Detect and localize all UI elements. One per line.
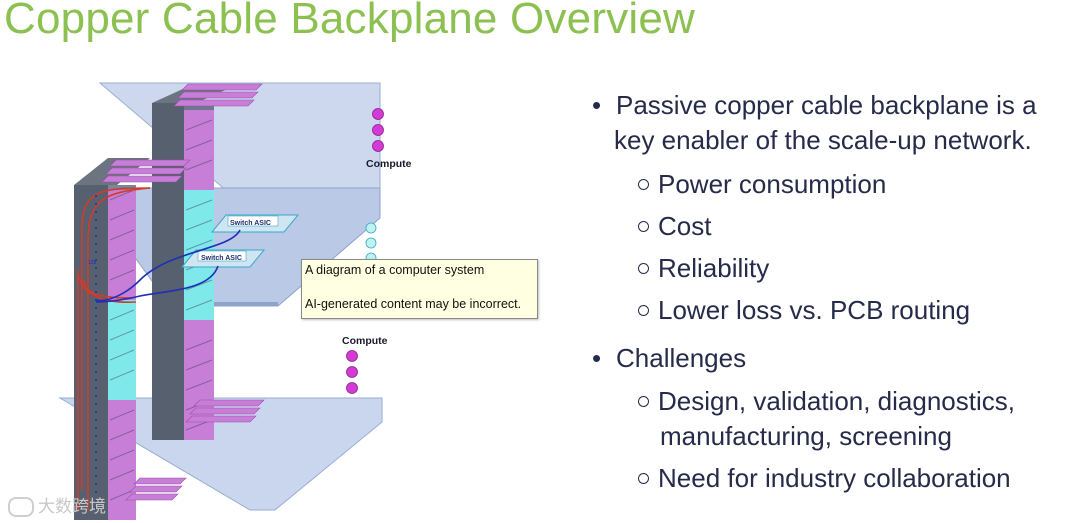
bullet-1-line-2: key enabler of the scale-up network. [614,125,1032,155]
tooltip-line-1: A diagram of a computer system [305,263,485,277]
sub-bullet-text: Power consumption [658,169,887,199]
red-cables [77,187,151,510]
watermark: 大数跨境 [8,492,106,517]
slide-title: Copper Cable Backplane Overview [4,0,695,43]
back-rack [152,103,184,440]
sub-bullet: Cost [638,209,711,244]
front-rack [74,185,108,520]
sub-bullet: Power consumption [638,167,886,202]
ring-bullet-icon [638,178,649,190]
sub-bullet-text: Design, validation, diagnostics, [658,386,1015,416]
bullet-1: • Passive copper cable backplane is a [592,88,1037,123]
backplane-diagram: Switch ASIC Switch ASIC 128 Compute Comp… [58,82,412,520]
compute-dots-upper [372,108,384,152]
sub-bullet: Need for industry collaboration [638,461,1011,496]
alt-text-tooltip: A diagram of a computer system AI-genera… [301,259,538,319]
ring-bullet-icon [638,262,649,274]
compute-label-lower: Compute [342,335,388,347]
sub-bullet-text: Lower loss vs. PCB routing [658,295,971,325]
compute-dots-lower [346,350,358,394]
blue-cables [95,195,241,515]
ring-bullet-icon [638,395,649,407]
ring-bullet-icon [638,472,649,484]
sub-bullet-text: Reliability [658,253,770,283]
sub-bullet-cont: manufacturing, screening [638,419,952,454]
switch-dots [365,222,377,264]
sub-bullet-text: Need for industry collaboration [658,463,1011,493]
bullet-2: • Challenges [592,341,746,376]
bullet-1-line-1: Passive copper cable backplane is a [616,90,1037,120]
sub-bullet: Design, validation, diagnostics, [638,384,1015,419]
module-cards-top [101,83,263,183]
watermark-text: 大数跨境 [38,497,106,517]
back-rack-stripes [184,110,214,440]
bottom-panel [58,397,383,511]
cable-count-label: 128 [88,260,97,266]
bullet-1-cont: key enabler of the scale-up network. [592,123,1032,158]
switch-asic-label-2: Switch ASIC [201,255,242,262]
sub-bullet: Lower loss vs. PCB routing [638,293,970,328]
bullet-2-text: Challenges [616,343,747,373]
watermark-logo-icon [8,497,34,517]
compute-label-upper: Compute [366,158,412,170]
tooltip-line-2: AI-generated content may be incorrect. [305,297,522,311]
ring-bullet-icon [638,304,649,316]
sub-bullet-text: Cost [658,211,712,241]
module-cards-bottom [125,399,265,501]
bullet-dot-icon: • [592,343,602,373]
sub-bullet: Reliability [638,251,769,286]
sub-bullet-text: manufacturing, screening [660,421,952,451]
ring-bullet-icon [638,220,649,232]
switch-asic-label-1: Switch ASIC [230,220,271,227]
front-rack-magenta [108,190,136,520]
bullet-dot-icon: • [592,90,602,120]
